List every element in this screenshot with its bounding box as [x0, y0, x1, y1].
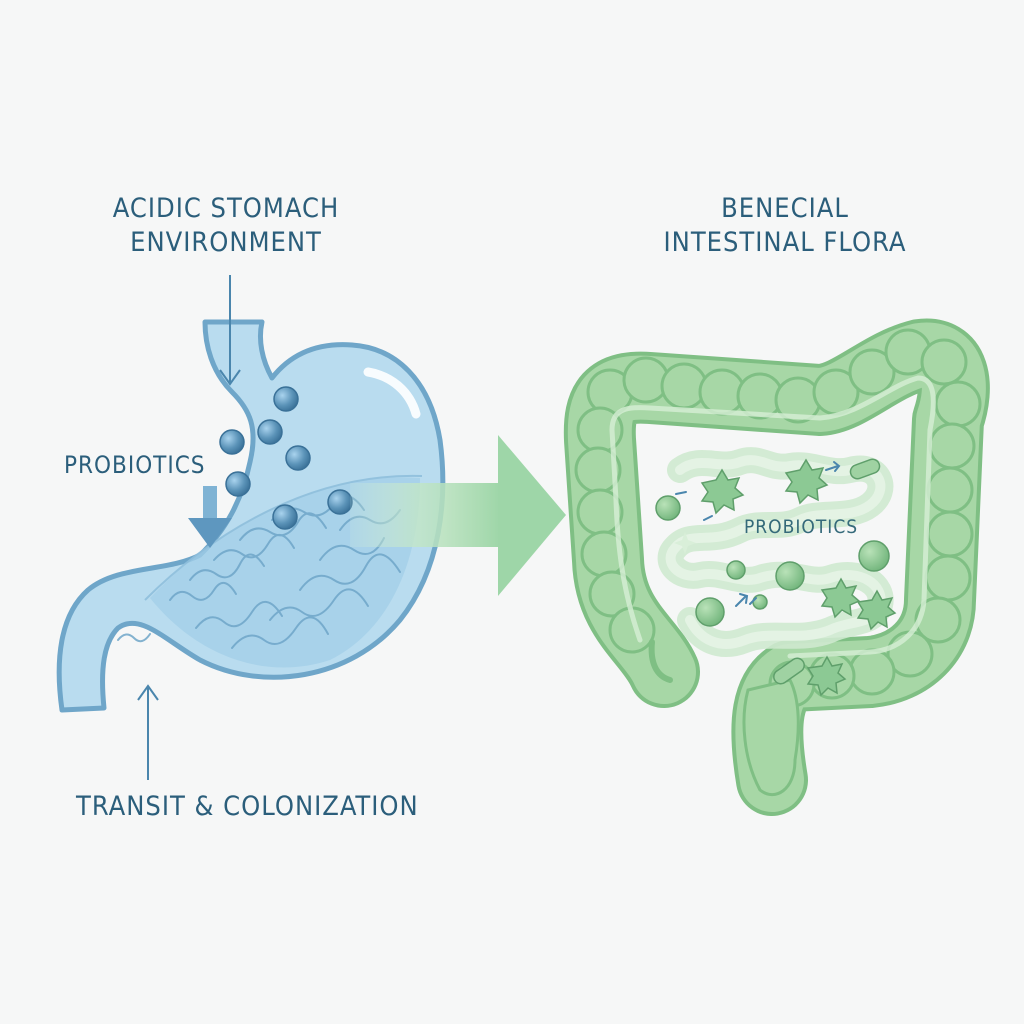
stomach-folds — [117, 495, 401, 649]
colon-inner-line — [609, 375, 936, 659]
stomach-icon — [56, 319, 446, 713]
beneficial-microbes — [655, 458, 897, 697]
microbe-icon — [726, 560, 746, 580]
rod-microbe-icon — [773, 458, 881, 685]
microbe-icon — [858, 540, 890, 572]
microbe-icon — [752, 594, 768, 610]
intestinal-flora-label: BENECIAL INTESTINAL FLORA — [640, 192, 930, 260]
transit-up-arrow — [137, 684, 159, 780]
acidic-stomach-label-line2: ENVIRONMENT — [130, 227, 322, 258]
acidic-stomach-label-line1: ACIDIC STOMACH — [112, 193, 340, 224]
rectum — [742, 678, 800, 797]
acidic-stomach-label: ACIDIC STOMACH ENVIRONMENT — [92, 192, 360, 260]
probiotics-down-arrow — [188, 486, 232, 548]
microbe-icon — [695, 597, 725, 627]
probiotic-beads — [219, 386, 353, 530]
intestine-icon — [563, 318, 990, 816]
sparkle-icon — [674, 532, 696, 554]
arrow-right-icon — [350, 435, 566, 596]
microbe-icon — [655, 495, 681, 521]
intestine-probiotics-label: PROBIOTICS — [744, 516, 859, 538]
stomach-highlight — [363, 367, 421, 419]
small-intestine-inner — [665, 455, 886, 649]
intestinal-flora-label-line2: INTESTINAL FLORA — [663, 227, 907, 258]
probiotics-label: PROBIOTICS — [64, 451, 206, 479]
stomach-inner-line — [144, 474, 423, 601]
spiky-microbe-icon — [700, 458, 897, 697]
intestinal-flora-label-line1: BENECIAL — [721, 193, 849, 224]
appendix — [648, 639, 673, 683]
microbe-icon — [775, 561, 805, 591]
flow-arrows — [675, 461, 841, 607]
transit-colonization-label: TRANSIT & COLONIZATION — [76, 791, 419, 822]
acid-down-arrow — [219, 275, 241, 386]
